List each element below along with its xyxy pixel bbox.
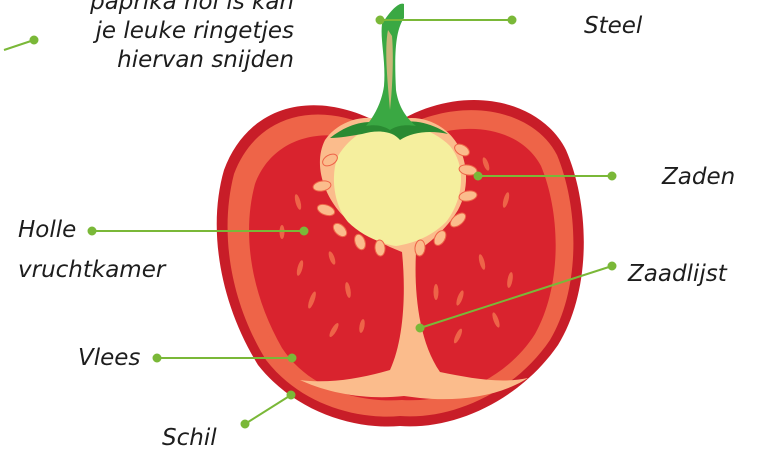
leader-dot — [475, 173, 482, 180]
leader-dot — [31, 37, 38, 44]
note-line-3: hiervan snijden — [90, 46, 294, 75]
leader-dot — [301, 228, 308, 235]
leader-schil — [242, 392, 295, 428]
label-holle: Holle — [18, 216, 76, 245]
label-schil: Schil — [162, 424, 217, 453]
label-vruchtkamer: vruchtkamer — [18, 256, 165, 285]
leader-dot — [154, 355, 161, 362]
leader-note — [4, 37, 38, 51]
note-line-2: je leuke ringetjes — [90, 17, 294, 46]
label-zaden: Zaden — [662, 163, 735, 192]
leader-dot — [609, 173, 616, 180]
leader-dot — [417, 325, 424, 332]
leader-dot — [377, 17, 384, 24]
label-zaadlijst: Zaadlijst — [628, 260, 727, 289]
label-vlees: Vlees — [78, 344, 140, 373]
leader-dot — [289, 355, 296, 362]
note-line-1: paprika hol is kan — [90, 0, 294, 17]
leader-dot — [242, 421, 249, 428]
leader-dot — [288, 392, 295, 399]
label-steel: Steel — [584, 12, 642, 41]
leader-dot — [509, 17, 516, 24]
note-text: paprika hol is kan je leuke ringetjes hi… — [90, 0, 294, 74]
leader-dot — [89, 228, 96, 235]
leader-dot — [609, 263, 616, 270]
streak — [434, 284, 439, 300]
